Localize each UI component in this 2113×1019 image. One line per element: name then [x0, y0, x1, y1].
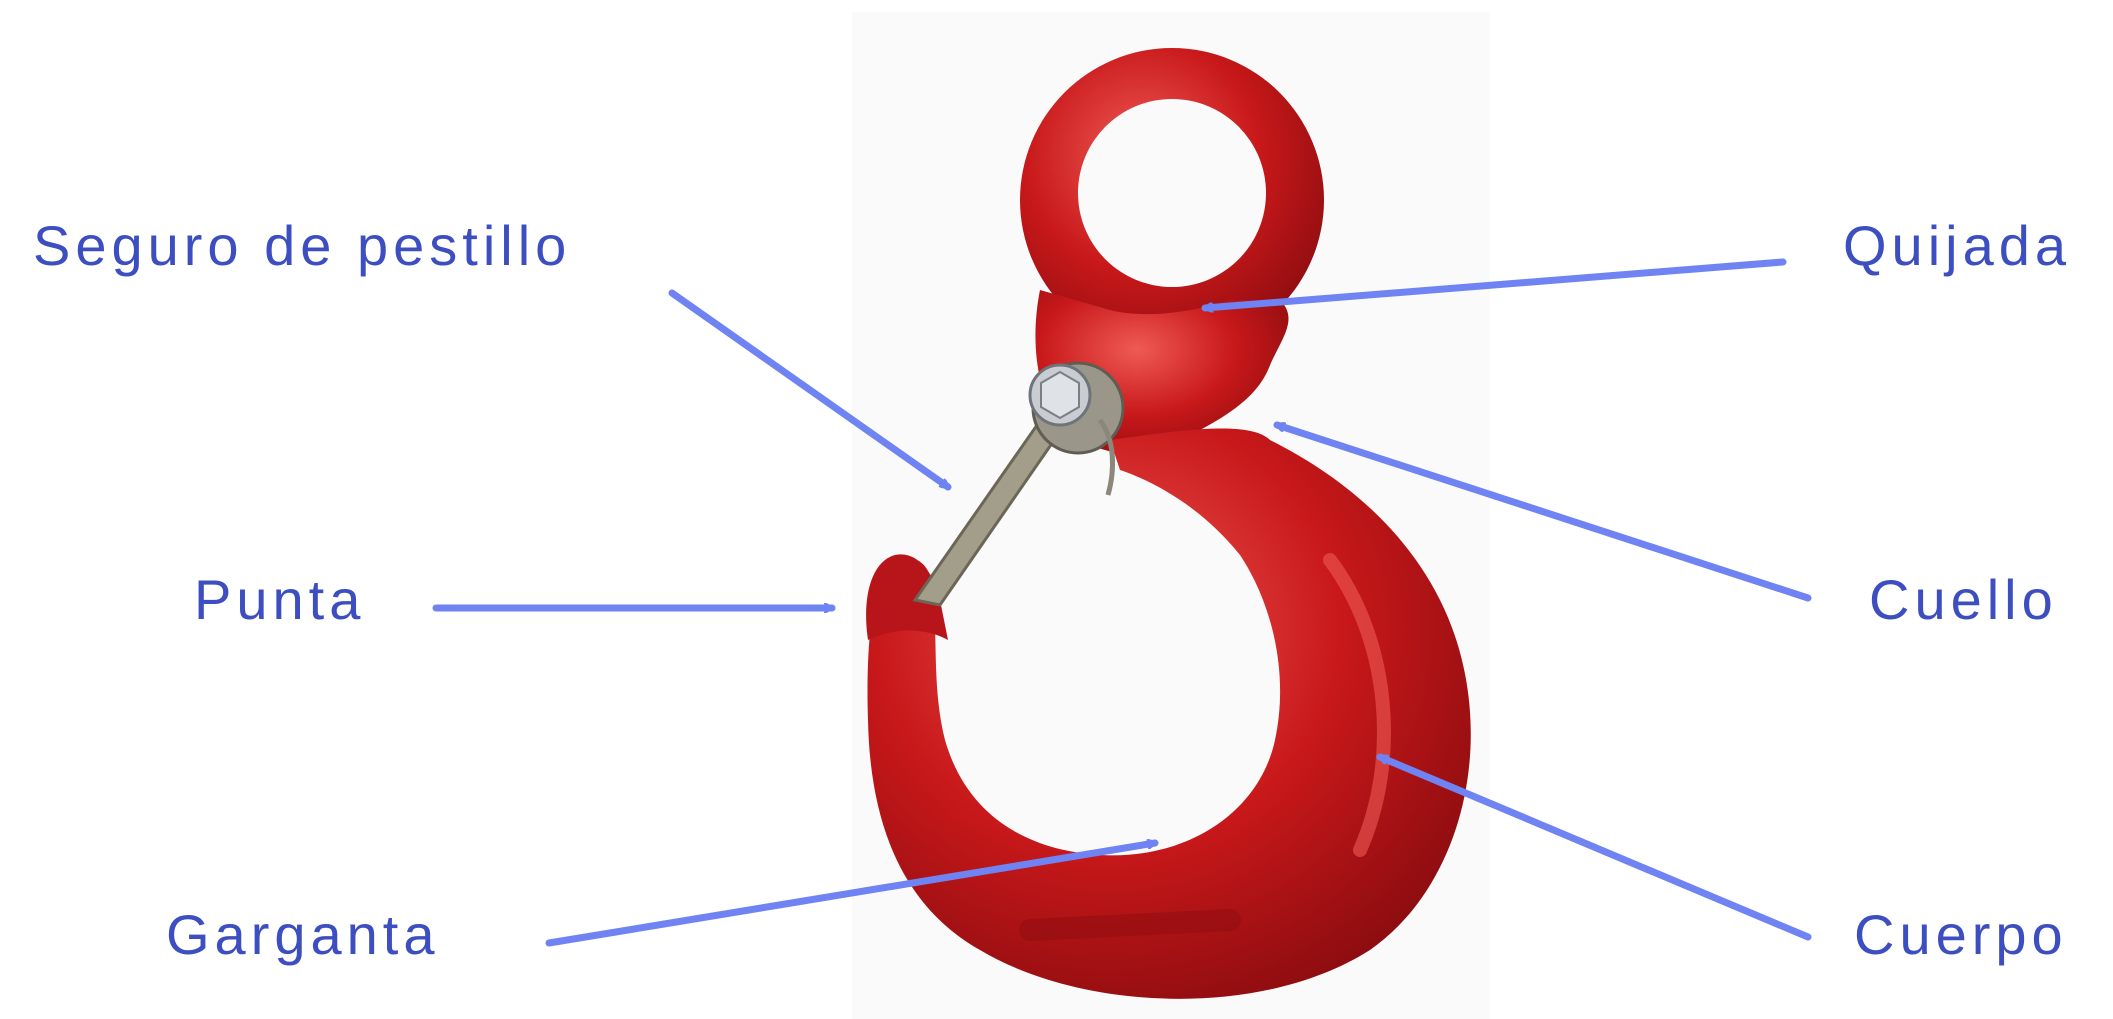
label-tip: Punta	[194, 572, 365, 628]
bolt-head	[1041, 372, 1079, 418]
label-neck: Cuello	[1869, 572, 2058, 628]
label-throat: Garganta	[166, 907, 440, 963]
label-latch: Seguro de pestillo	[33, 218, 571, 274]
label-jaw: Quijada	[1843, 218, 2071, 274]
hook-emboss	[1030, 920, 1230, 930]
label-body: Cuerpo	[1854, 907, 2068, 963]
hook-eye-hole	[1078, 99, 1266, 287]
